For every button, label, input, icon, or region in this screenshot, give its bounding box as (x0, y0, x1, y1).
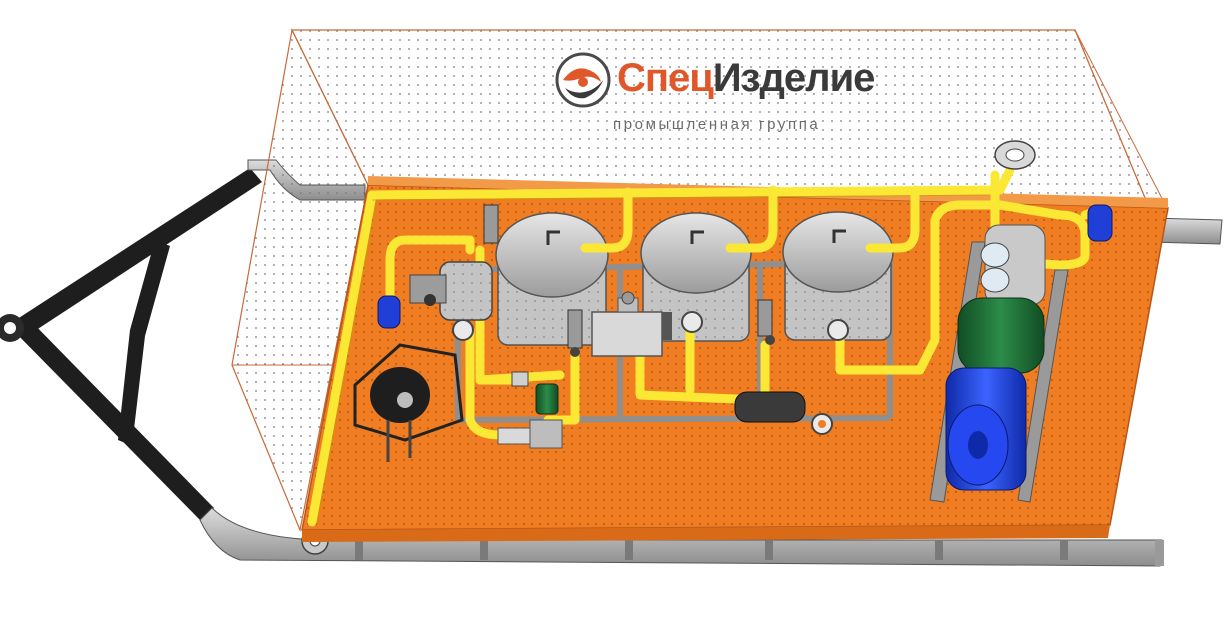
trailer-frame (0, 159, 1223, 567)
enclosure (231, 28, 1169, 533)
brand-tagline: промышленная группа (613, 116, 821, 133)
bottom-pump (734, 391, 833, 435)
main-pipe-loop (307, 165, 1015, 527)
small-motor (497, 383, 563, 449)
drawbar (8, 168, 262, 338)
tank-3 (782, 211, 894, 341)
valves (452, 204, 849, 387)
outlet-flange (994, 140, 1036, 170)
electric-motor (929, 224, 1069, 503)
gear-pump-frame (353, 343, 464, 462)
brand-name-part2: Изделие (712, 56, 876, 100)
feed-pump (377, 261, 493, 329)
brand-name: СпецИзделие (617, 50, 876, 106)
swirl-logo-icon (555, 52, 611, 108)
brand-header: СпецИзделие промышленная группа (555, 46, 875, 146)
blue-pump-head (1087, 204, 1113, 242)
brand-name-part1: Спец (617, 56, 714, 100)
tank-1 (495, 212, 609, 346)
control-valve-block (591, 291, 672, 357)
